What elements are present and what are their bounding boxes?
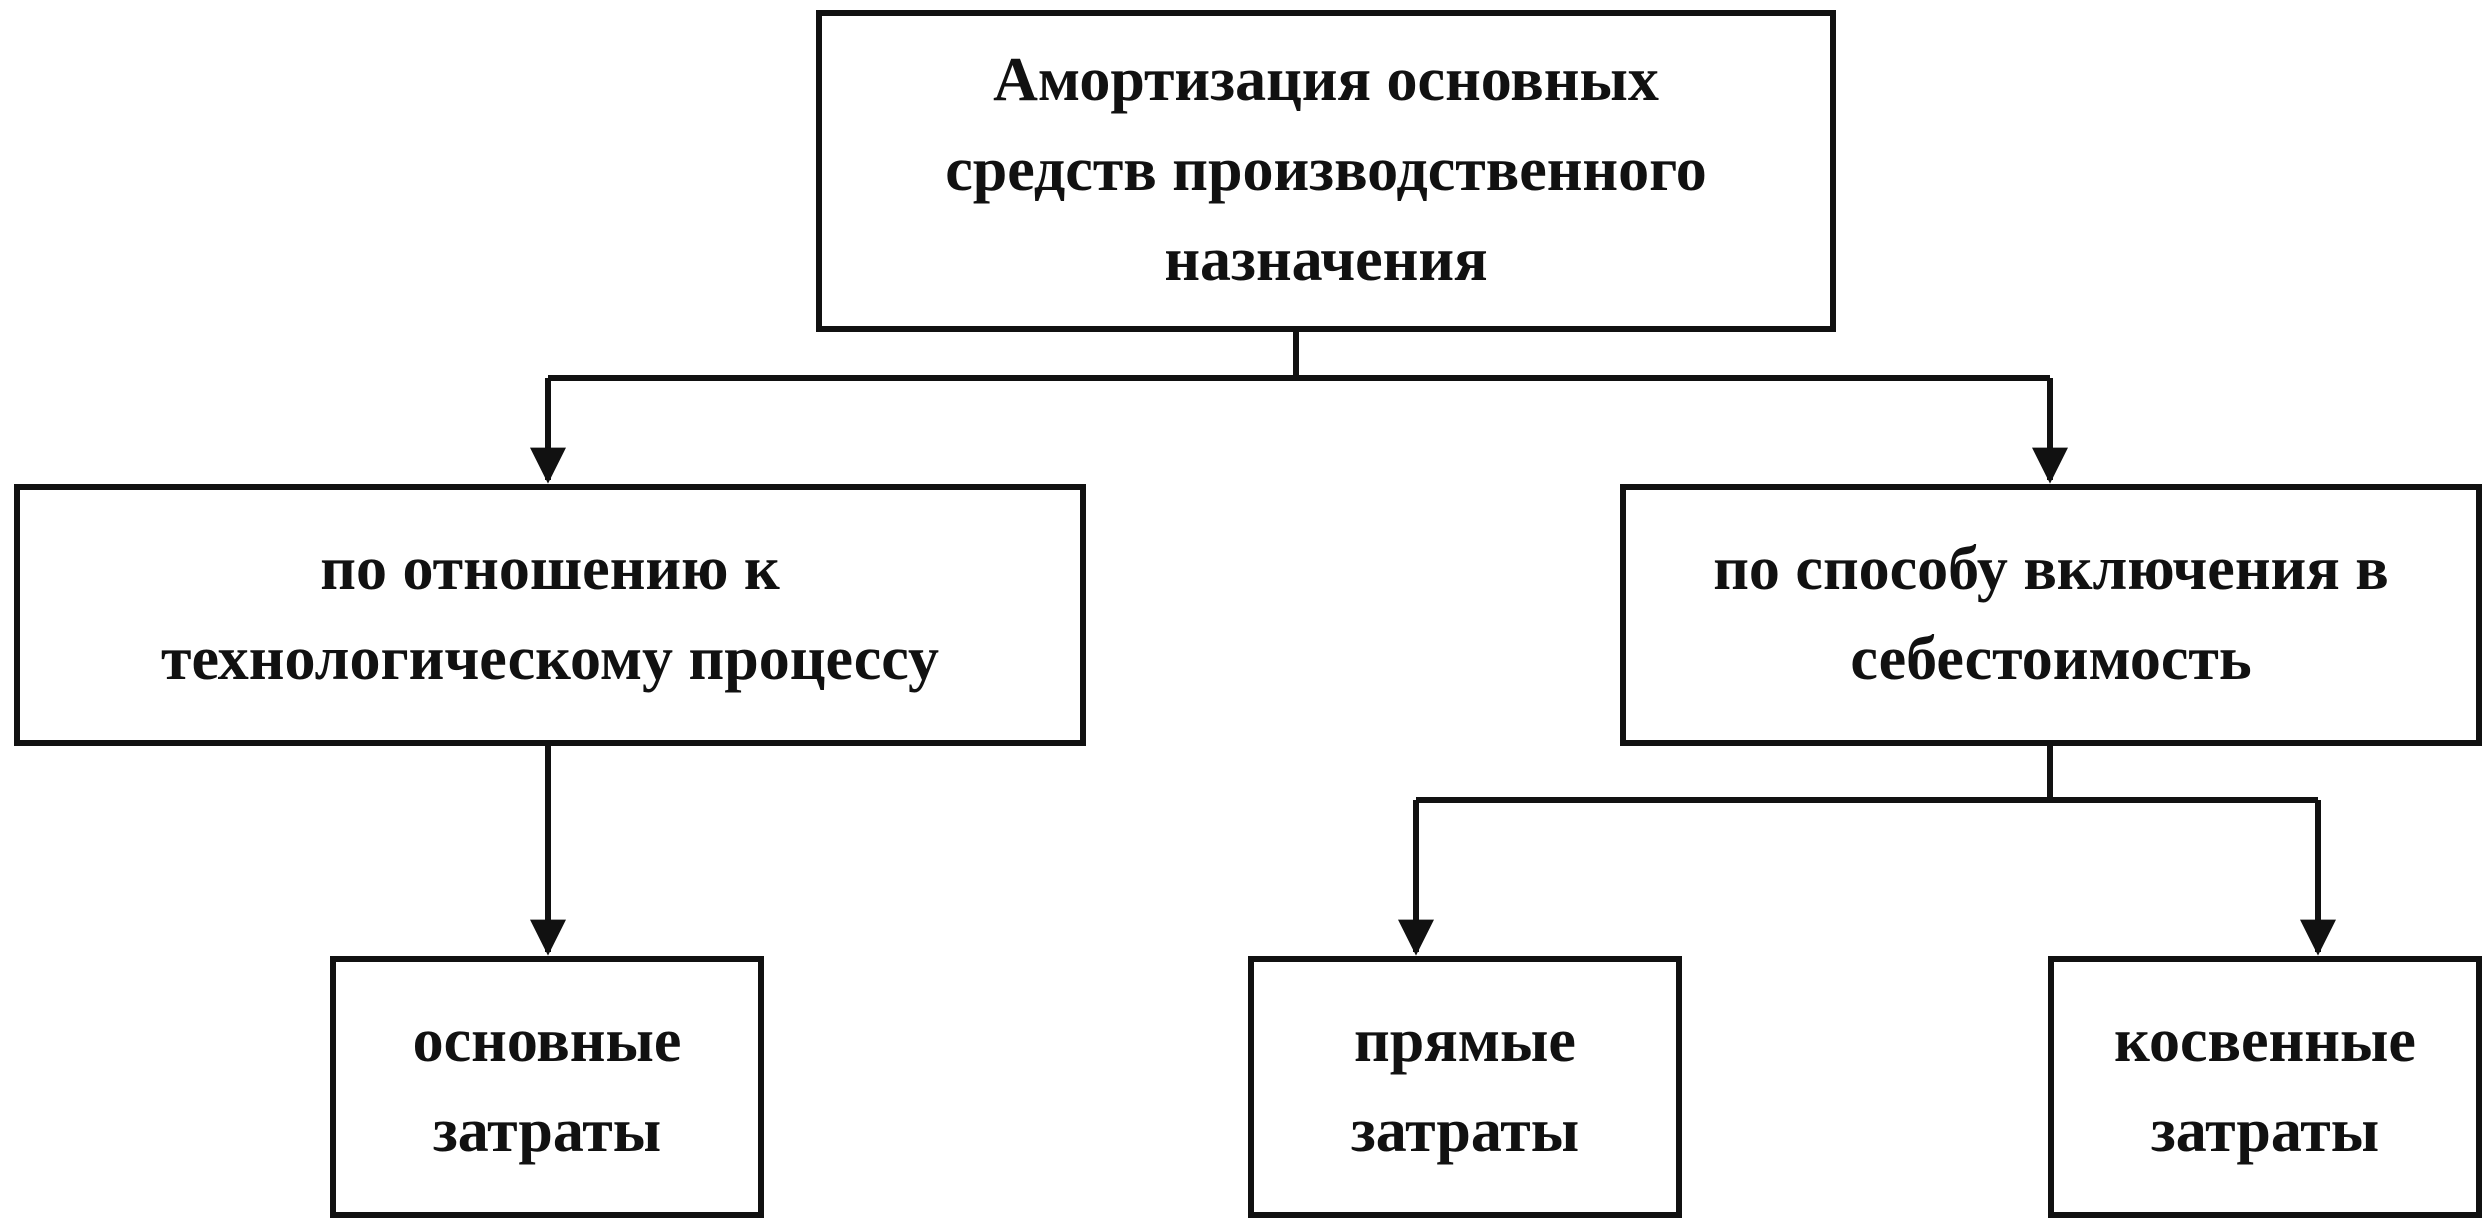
by-inclusion-node: по способу включения в себестоимость [1620,484,2482,746]
by-process-node-line: по отношению к [320,535,780,604]
indirect-costs-node: косвенные затраты [2048,956,2482,1218]
by-inclusion-node-line: по способу включения в [1713,535,2389,604]
root-node: Амортизация основных средств производств… [816,10,1836,332]
direct-costs-node-line: затраты [1350,1097,1580,1165]
root-node-line: Амортизация основных [993,46,1659,115]
by-process-node-line: технологическому процессу [161,625,939,693]
main-costs-node-line: основные [412,1007,682,1076]
indirect-costs-node-line: затраты [2150,1097,2380,1165]
root-node-line: средств производственного [945,136,1707,205]
direct-costs-node-line: прямые [1354,1007,1576,1076]
by-inclusion-node-line: себестоимость [1850,625,2252,693]
root-node-line: назначения [1164,225,1488,294]
main-costs-node-line: затраты [432,1097,662,1165]
by-process-node: по отношению к технологическому процессу [14,484,1086,746]
indirect-costs-node-line: косвенные [2114,1007,2416,1076]
direct-costs-node: прямые затраты [1248,956,1682,1218]
main-costs-node: основные затраты [330,956,764,1218]
